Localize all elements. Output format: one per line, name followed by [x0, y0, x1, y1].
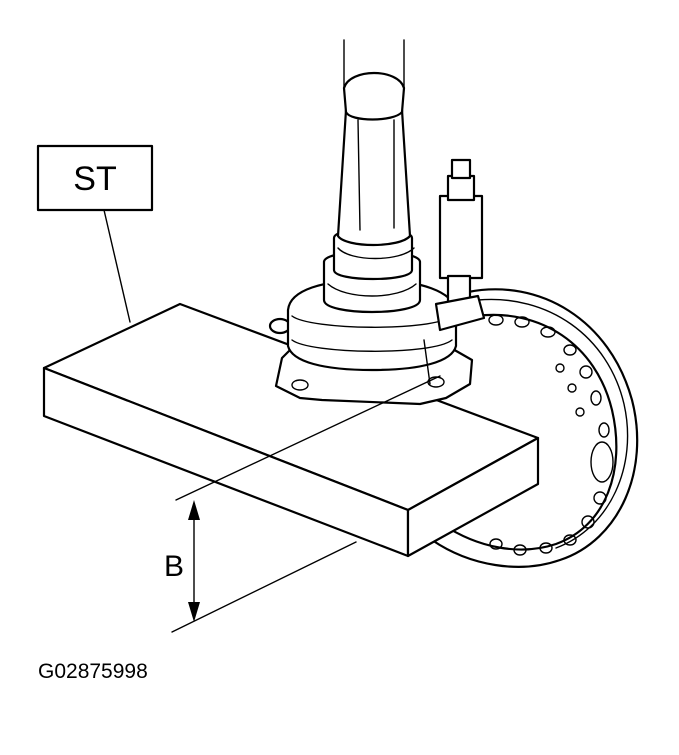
pinion-shaft	[322, 39, 422, 314]
dimension-b: B	[164, 375, 441, 633]
st-label-box	[36, 144, 154, 212]
gauge-stem	[423, 158, 486, 385]
st-leader-line	[103, 209, 131, 323]
lower-extension-line	[171, 541, 357, 633]
arrow-down	[188, 602, 200, 622]
ring-holes	[488, 314, 614, 556]
arrow-up	[188, 500, 200, 520]
st-label: ST	[73, 160, 116, 198]
upper-extension-line	[175, 375, 441, 501]
figure-code: G02875998	[38, 660, 148, 683]
dimension-b-label: B	[164, 550, 184, 583]
st-callout: ST	[36, 144, 154, 323]
flange-bolt-hole	[291, 379, 309, 391]
special-tool-block	[42, 302, 540, 558]
